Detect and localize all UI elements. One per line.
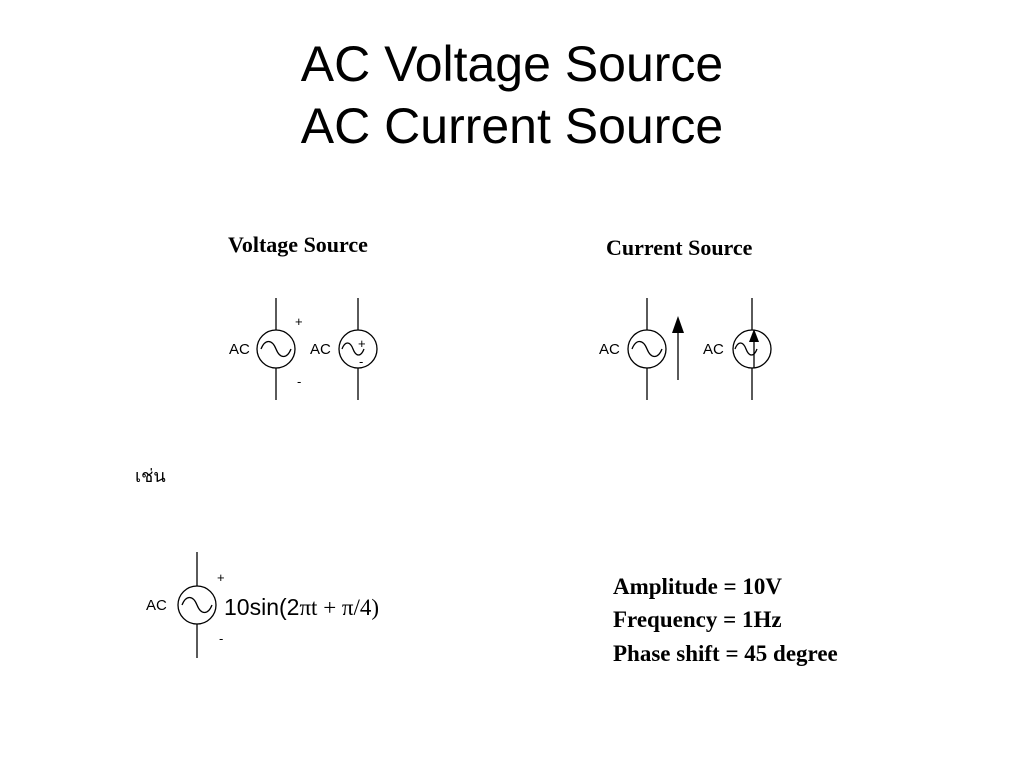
example-expression: 10sin(2πt + π/4) <box>224 594 379 621</box>
arrow-up-icon <box>749 329 759 342</box>
example-source-label: AC <box>146 597 167 614</box>
ac-voltage-source-symbol-1: AC + - <box>229 298 303 400</box>
frequency-text: Frequency = 1Hz <box>613 607 782 632</box>
voltage-source-1-label: AC <box>229 341 250 358</box>
voltage-source-2-label: AC <box>310 341 331 358</box>
slide-title-line-1: AC Voltage Source <box>300 36 724 92</box>
phase-shift-text: Phase shift = 45 degree <box>613 641 838 666</box>
ac-current-source-symbol-1: AC <box>599 298 684 400</box>
voltage-source-heading: Voltage Source <box>228 232 368 257</box>
sine-wave-icon <box>341 342 365 356</box>
current-source-1-label: AC <box>599 341 620 358</box>
expression-suffix: πt + π/4) <box>299 595 380 620</box>
current-source-heading: Current Source <box>606 235 753 260</box>
sine-wave-icon <box>181 596 213 614</box>
voltage-source-2-plus: + <box>358 336 366 351</box>
amplitude-text: Amplitude = 10V <box>613 574 783 599</box>
voltage-source-1-minus: - <box>297 374 301 389</box>
ac-voltage-source-symbol-2: AC + - <box>310 298 378 400</box>
sine-wave-icon <box>260 340 292 358</box>
example-minus: - <box>219 631 223 646</box>
example-label: เช่น <box>135 466 166 487</box>
voltage-source-2-minus: - <box>359 354 363 369</box>
sine-wave-icon <box>631 340 663 358</box>
example-ac-voltage-source-symbol: AC + - <box>146 552 225 658</box>
voltage-source-1-plus: + <box>295 314 303 329</box>
ac-current-source-symbol-2: AC <box>703 298 772 400</box>
expression-prefix: 10sin(2 <box>224 594 300 620</box>
current-source-2-label: AC <box>703 341 724 358</box>
slide-title-line-2: AC Current Source <box>300 98 724 154</box>
arrow-up-icon <box>672 316 684 333</box>
example-plus: + <box>217 570 225 585</box>
